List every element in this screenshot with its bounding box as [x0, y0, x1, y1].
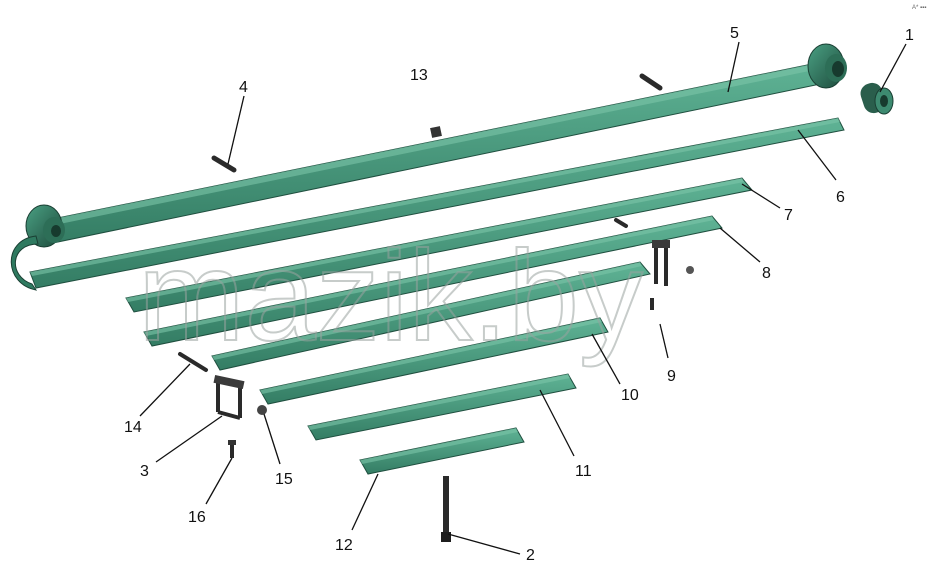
- clamp-3: [213, 374, 245, 420]
- callout-2: 2: [526, 547, 535, 564]
- callout-7: 7: [784, 207, 793, 224]
- callouts: 1 2 3 4 5 6 7 8 9 10 11 12 13 14 15 16: [124, 25, 914, 564]
- callout-16: 16: [188, 509, 206, 526]
- callout-9: 9: [667, 368, 676, 385]
- callout-6: 6: [836, 189, 845, 206]
- leaf-10: [259, 317, 609, 405]
- second-leaf-6: [10, 117, 845, 291]
- callout-13: 13: [410, 67, 428, 84]
- callout-4: 4: [239, 79, 248, 96]
- clamp-9: [650, 240, 694, 310]
- center-bolt-2: [441, 476, 451, 542]
- leaf-8: [143, 215, 723, 347]
- bolt-16: [228, 440, 236, 458]
- callout-12: 12: [335, 537, 353, 554]
- leaf-11: [307, 373, 577, 441]
- rivet-4: [211, 155, 237, 173]
- callout-11: 11: [575, 463, 592, 480]
- nut-15: [257, 405, 267, 415]
- callout-3: 3: [140, 463, 149, 480]
- watermark: mazik.by: [138, 225, 643, 368]
- callout-5: 5: [730, 25, 739, 42]
- callout-1: 1: [905, 27, 914, 44]
- rivet-4-right: [639, 73, 663, 91]
- corner-mark: А* ▪▪▪: [912, 5, 926, 11]
- leaf-12: [359, 427, 525, 475]
- rivet-near-leaf-7: [614, 218, 628, 228]
- leader-lines: [139, 41, 907, 555]
- main-leaf-5: [25, 43, 847, 248]
- callout-15: 15: [275, 471, 293, 488]
- bushing-1: [860, 82, 894, 115]
- bolt-14: [178, 352, 208, 372]
- callout-10: 10: [621, 387, 639, 404]
- nut-13: [430, 126, 442, 138]
- callout-14: 14: [124, 419, 142, 436]
- callout-8: 8: [762, 265, 771, 282]
- leaf-9: [211, 261, 651, 371]
